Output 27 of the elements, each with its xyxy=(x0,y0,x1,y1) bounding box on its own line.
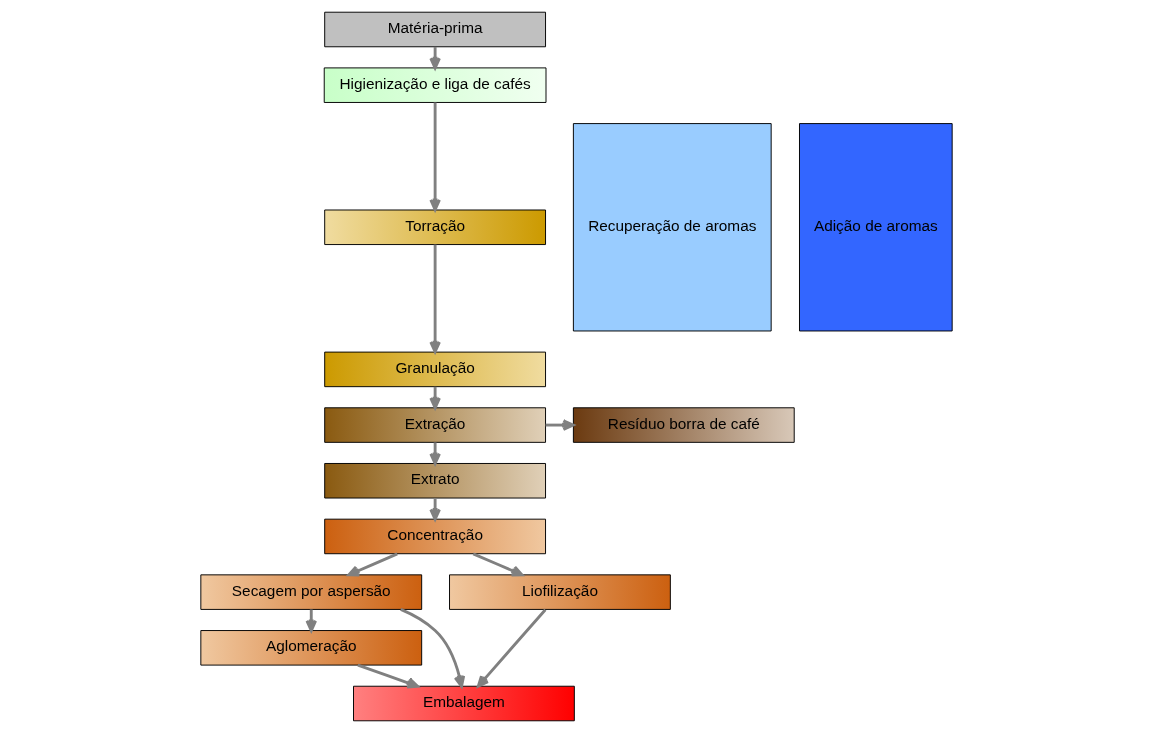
node-box: Liofilização xyxy=(449,574,671,610)
arrow xyxy=(347,552,398,577)
arrow xyxy=(476,608,547,688)
node-box: Resíduo borra de café xyxy=(572,407,795,443)
node-box: Extração xyxy=(324,407,546,443)
arrow xyxy=(429,46,441,70)
arrow xyxy=(357,663,419,689)
arrow xyxy=(400,608,466,688)
node-box: Adição de aromas xyxy=(799,123,953,332)
node-box: Concentração xyxy=(324,518,546,555)
node-box: Matéria-prima xyxy=(324,11,546,48)
node-box: Aglomeração xyxy=(200,630,423,666)
node-box: Higienização e liga de cafés xyxy=(323,67,547,103)
node-box: Embalagem xyxy=(353,685,575,722)
arrow xyxy=(429,386,441,410)
arrow xyxy=(472,552,524,577)
arrow xyxy=(429,244,441,354)
node-box: Extrato xyxy=(324,463,546,499)
arrow xyxy=(305,609,317,632)
arrow xyxy=(429,102,441,212)
node-box: Granulação xyxy=(324,351,546,388)
node-box: Recuperação de aromas xyxy=(572,123,772,332)
node-box: Secagem por aspersão xyxy=(200,574,423,610)
node-box: Torração xyxy=(324,209,546,246)
arrow xyxy=(545,419,575,431)
arrow xyxy=(429,442,441,465)
arrow xyxy=(429,498,441,521)
